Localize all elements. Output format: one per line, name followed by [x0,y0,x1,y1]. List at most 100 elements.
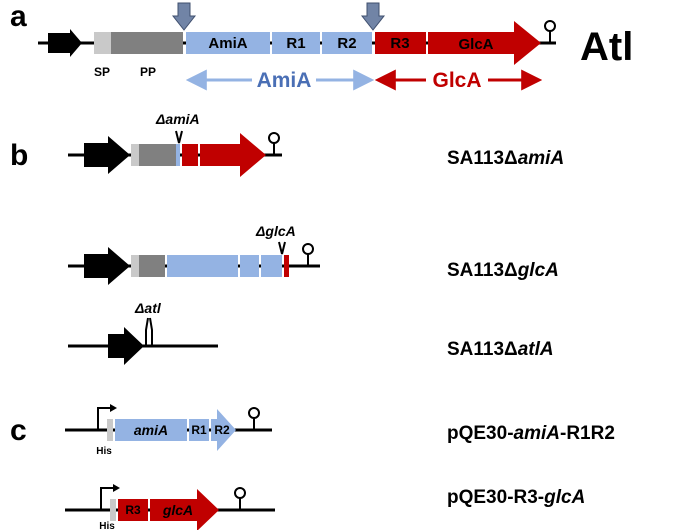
panel-label-c: c [10,414,27,447]
promoter-arrow-icon [84,247,130,285]
sp-segment [131,255,139,277]
mutant-delta-atl: Δatl SA113ΔatlA [68,300,554,365]
deletion-label: ΔglcA [255,223,296,239]
plasmid-name-suffix: -R1R2 [560,423,615,444]
panel-c: c amiA R1 R2 His pQE30-amiA-R1R2 [10,404,615,530]
strain-name: SA113ΔatlA [447,339,554,360]
r2-segment [261,255,282,277]
delta-symbol: Δ [504,260,518,281]
deletion-site-icon [149,317,153,346]
panel-label-a: a [10,0,27,33]
terminator-icon [268,132,280,144]
amia-segment [186,32,270,54]
panel-a: a AmiA R1 R2 R3 GlcA SP PP AmiA GlcA [10,0,633,92]
cleavage-site-arrow-icon [360,2,386,31]
delta-symbol: Δ [155,111,165,127]
terminator-icon [234,487,246,499]
strain-gene: amiA [518,148,564,169]
deletion-label: ΔamiA [155,111,200,127]
deletion-site-icon [145,317,149,346]
pp-label: PP [140,65,156,79]
plasmid-name-prefix: pQE30-R3- [447,487,544,508]
his-tag-segment [107,419,113,441]
his-tag-label: His [96,446,112,457]
amia-segment [167,255,238,277]
transcription-start-arrowhead-icon [110,404,117,412]
sp-segment [94,32,111,54]
sp-label: SP [94,65,110,79]
plasmid-r3-glca: R3 glcA His pQE30-R3-glcA [65,484,585,530]
r1-segment [189,419,209,441]
delta-symbol: Δ [134,300,144,316]
r1-segment-label: R1 [286,35,305,52]
amia-segment-label: AmiA [208,35,247,52]
r3-segment [118,499,148,521]
deletion-gene: amiA [165,111,199,127]
panel-b: b ΔamiA SA113ΔamiA [10,111,564,365]
amia-domain-label-bg [252,68,316,92]
plasmid-amia-r1r2: amiA R1 R2 His pQE30-amiA-R1R2 [65,404,615,457]
delta-symbol: Δ [504,339,518,360]
transcription-start-arrowhead-icon [113,484,120,492]
deletion-site-icon [278,241,286,255]
r3-segment-label: R3 [390,35,409,52]
r1-segment [272,32,320,54]
amia-segment-label: amiA [134,422,168,438]
deletion-label: Δatl [134,300,162,316]
strain-name: SA113ΔamiA [447,148,564,169]
promoter-arrow-icon [84,136,130,174]
r2-segment [322,32,372,54]
strain-prefix: SA113 [447,148,504,169]
strain-prefix: SA113 [447,260,504,281]
terminator-icon [544,20,556,32]
delta-symbol: Δ [504,148,518,169]
mutant-delta-glca: ΔglcA SA113ΔglcA [68,223,559,285]
glca-segment-label: glcA [162,502,193,518]
plasmid-name: pQE30-amiA-R1R2 [447,423,615,444]
r2-segment-arrow [211,409,236,451]
panel-label-b: b [10,139,28,172]
glca-domain-label-bg [426,68,488,92]
deletion-gene: glcA [264,223,295,239]
transcription-start-arrow-icon [100,487,115,510]
terminator-icon [248,407,260,419]
strain-gene: atlA [518,339,554,360]
glca-segment-arrow [150,489,219,530]
plasmid-name-prefix: pQE30- [447,423,514,444]
glca-segment-arrow [200,133,266,177]
promoter-arrow-icon [48,29,82,57]
deletion-gene: atl [144,300,161,316]
r1-segment [240,255,259,277]
r2-segment-label: R2 [337,35,356,52]
strain-name: SA113ΔglcA [447,260,559,281]
his-tag-label: His [99,521,115,530]
pp-segment [111,32,183,54]
r2-segment-label: R2 [214,423,230,437]
r3-remnant [284,255,289,277]
amia-remnant [176,144,180,166]
strain-gene: glcA [517,260,559,281]
deletion-site-icon [175,130,183,144]
plasmid-name-gene: glcA [543,487,585,508]
sp-segment [131,144,139,166]
plasmid-name-gene: amiA [514,423,560,444]
pp-segment [139,255,165,277]
glca-segment-arrow [428,21,541,65]
amia-domain-label: AmiA [257,69,312,92]
r3-segment [182,144,198,166]
plasmid-name: pQE30-R3-glcA [447,487,585,508]
promoter-arrow-icon [108,327,144,365]
strain-prefix: SA113 [447,339,504,360]
amia-segment [115,419,187,441]
r1-segment-label: R1 [191,423,207,437]
mutant-delta-amia: ΔamiA SA113ΔamiA [68,111,564,177]
glca-domain-label: GlcA [432,69,481,92]
glca-segment-label: GlcA [458,36,493,53]
his-tag-segment [110,499,116,521]
transcription-start-arrow-icon [97,407,112,430]
r3-segment [375,32,426,54]
cleavage-site-arrow-icon [171,2,197,31]
pp-segment [139,144,176,166]
terminator-icon [302,243,314,255]
